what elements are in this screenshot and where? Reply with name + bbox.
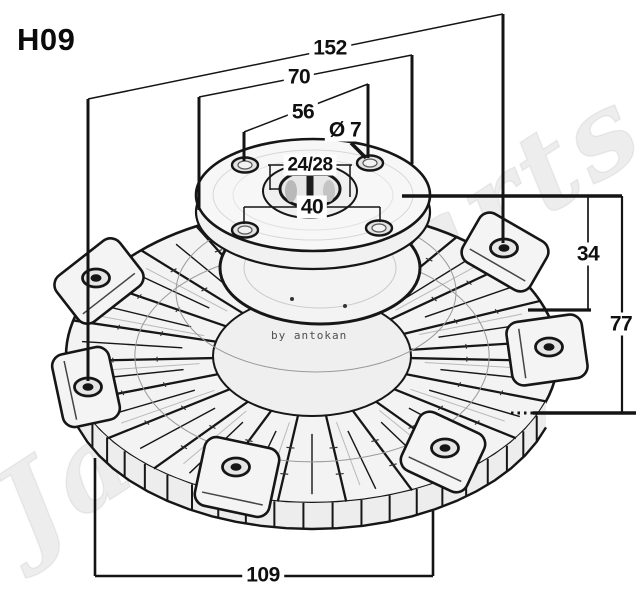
artist-credit: by antokan [271, 329, 348, 342]
mounting-lugs [50, 211, 589, 519]
dim-label-body-width: 109 [242, 563, 284, 587]
dim-label-height-upper: 34 [572, 242, 604, 266]
dim-label-hole-diameter: Ø 7 [324, 118, 366, 142]
dim-label-overall: 152 [309, 36, 351, 60]
dim-hole-leader [349, 141, 368, 160]
dim-152-lines [86, 13, 505, 381]
dim-77-lines [511, 196, 636, 415]
dim-label-bore: 24/28 [283, 154, 337, 176]
dim-109-lines [93, 458, 435, 578]
dim-label-flange: 70 [283, 65, 315, 89]
dim-label-bolt-span-top: 56 [287, 100, 319, 124]
dim-label-height-total: 77 [605, 312, 637, 336]
part-code-label: H09 [17, 22, 76, 57]
dim-label-bolt-span-bottom: 40 [296, 195, 328, 219]
